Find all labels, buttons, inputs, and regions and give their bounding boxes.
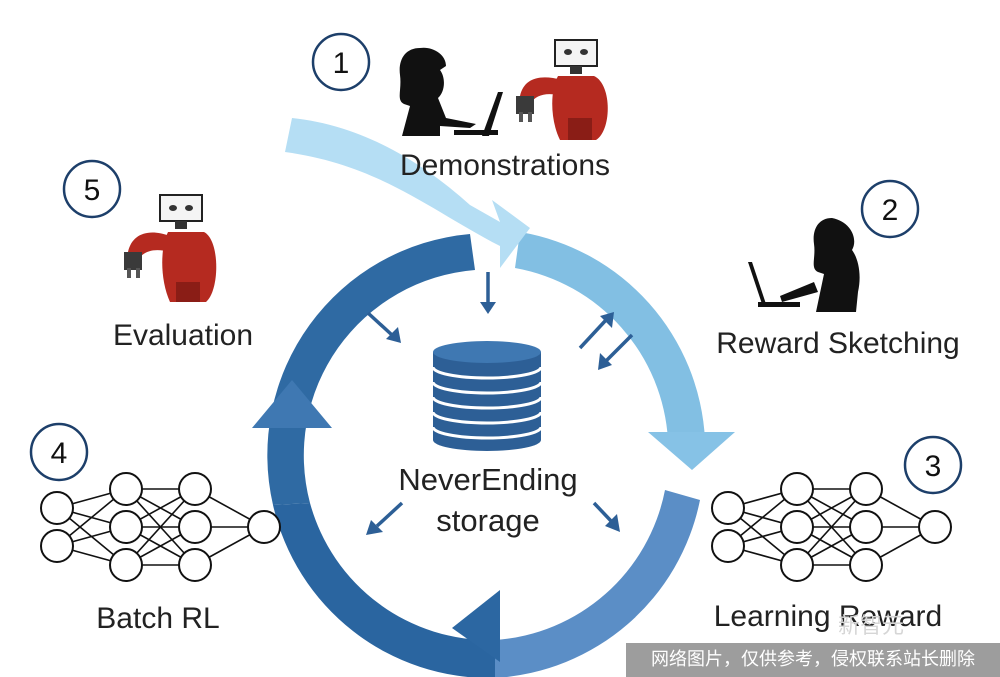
nn-left-node — [109, 510, 143, 544]
label-learning-reward: Learning Reward — [714, 600, 942, 633]
nn-left-node — [247, 510, 281, 544]
nn-right-node — [849, 548, 883, 582]
arrow-diag-topleft — [366, 311, 394, 337]
robot-icon-top — [516, 39, 608, 140]
nn-left-edge — [125, 488, 196, 566]
arrow-bottom-right — [592, 501, 614, 524]
nn-right-node — [711, 529, 745, 563]
neural-network-icon-right — [711, 472, 952, 582]
step-3-number: 3 — [925, 450, 942, 483]
step-4-number: 4 — [51, 437, 68, 470]
nn-right-edge — [796, 488, 867, 566]
ring-segment-left — [267, 234, 475, 505]
nn-right-node — [780, 472, 814, 506]
nn-right-node — [849, 472, 883, 506]
robot-icon-evaluation — [124, 194, 217, 302]
label-reward-sketching: Reward Sketching — [716, 327, 959, 360]
nn-right-node — [918, 510, 952, 544]
nn-right-node — [849, 510, 883, 544]
arrow-diag-down-left — [604, 333, 634, 363]
nn-right-node — [780, 510, 814, 544]
label-demonstrations: Demonstrations — [400, 149, 610, 182]
arrow-bottom-left — [375, 501, 404, 528]
center-label-line2: storage — [436, 503, 539, 538]
nn-left-node — [178, 472, 212, 506]
demonstrations-arrow — [285, 118, 530, 268]
nn-left-node — [40, 529, 74, 563]
nn-left-node — [178, 510, 212, 544]
step-1-marker: 1 — [311, 32, 371, 92]
image-notice-banner: 网络图片，仅供参考，侵权联系站长删除 — [626, 643, 1000, 677]
step-5-number: 5 — [84, 174, 101, 207]
ring-segment-right — [515, 232, 705, 440]
nn-right-node — [711, 491, 745, 525]
database-icon — [431, 341, 543, 451]
step-3-marker: 3 — [903, 435, 963, 495]
nn-right-node — [780, 548, 814, 582]
nn-left-node — [178, 548, 212, 582]
label-evaluation: Evaluation — [113, 319, 253, 352]
ring-segment-bottom-right — [495, 490, 700, 677]
step-4-marker: 4 — [29, 422, 89, 482]
ring-segment-bottom — [273, 503, 495, 677]
watermark-logo-text: 新智元 — [838, 614, 905, 639]
nn-left-node — [40, 491, 74, 525]
center-label-line1: NeverEnding — [398, 462, 577, 497]
nn-left-node — [109, 548, 143, 582]
step-2-number: 2 — [882, 194, 899, 227]
label-batch-rl: Batch RL — [96, 602, 219, 635]
center-arrows — [366, 272, 634, 535]
step-2-marker: 2 — [860, 179, 920, 239]
arrowhead-left-bottom — [452, 590, 500, 662]
step-5-marker: 5 — [62, 159, 122, 219]
arrow-diag-up-right — [578, 318, 608, 350]
nn-left-node — [109, 472, 143, 506]
neural-network-icon-left — [40, 472, 281, 582]
person-laptop-icon-right — [748, 218, 860, 312]
person-laptop-icon-top — [399, 47, 503, 136]
arrowhead-up-left — [252, 380, 332, 428]
step-1-number: 1 — [333, 47, 350, 80]
arrowhead-down-right — [648, 432, 735, 470]
